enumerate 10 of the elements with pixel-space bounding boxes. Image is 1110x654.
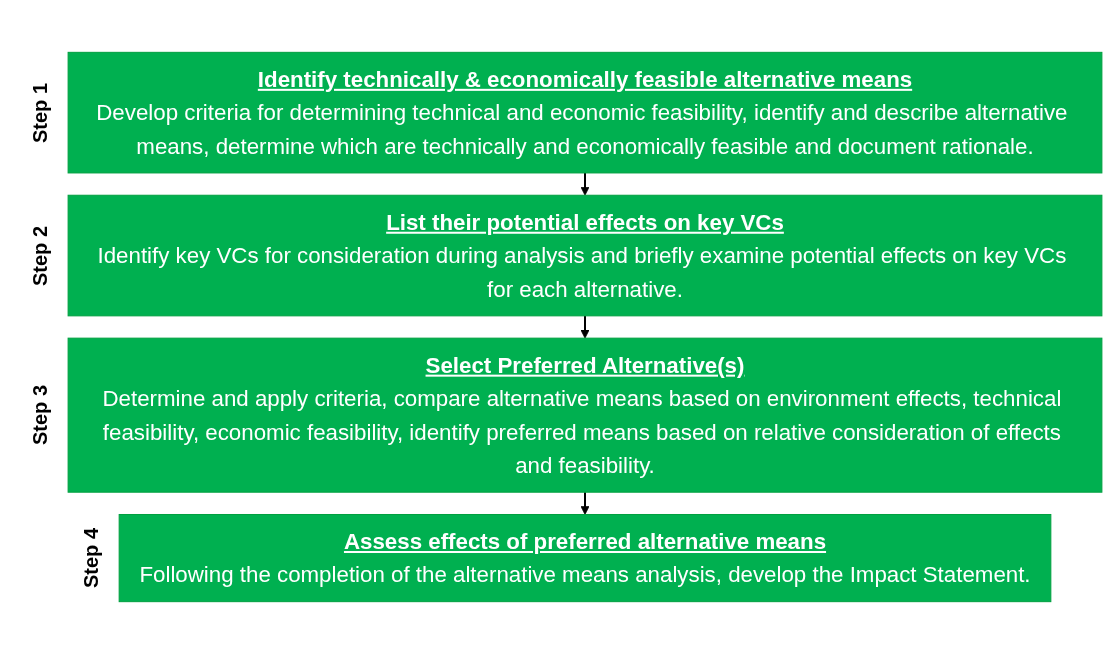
arrow xyxy=(580,172,590,196)
step-label: Step 2 xyxy=(28,225,52,286)
node-box xyxy=(67,51,1103,174)
node-box xyxy=(67,194,1103,317)
node-box xyxy=(67,337,1103,493)
arrow xyxy=(580,315,590,339)
arrow xyxy=(580,492,590,515)
step-label: Step 3 xyxy=(28,385,52,446)
step-label: Step 1 xyxy=(28,82,52,143)
node-box xyxy=(118,514,1052,603)
